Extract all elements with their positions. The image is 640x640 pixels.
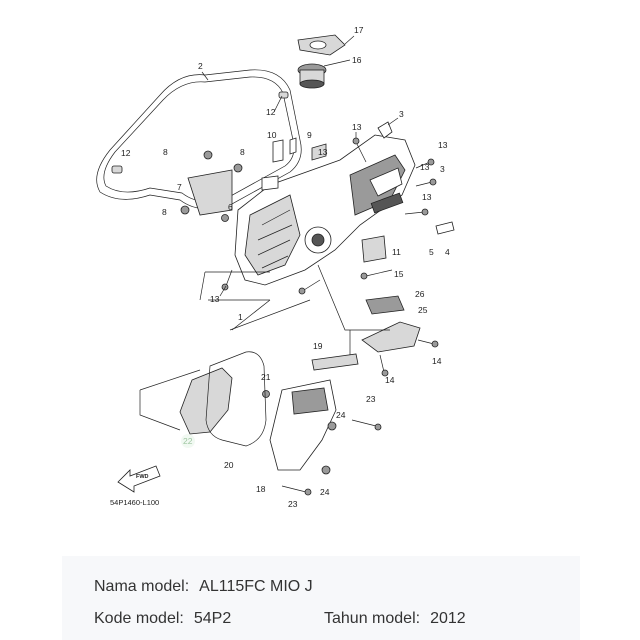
bolt xyxy=(379,354,389,377)
callout: 7 xyxy=(177,182,182,192)
model-code-label: Kode model: xyxy=(94,610,184,627)
guide xyxy=(311,353,359,371)
callout: 20 xyxy=(224,460,234,470)
callout: 13 xyxy=(422,192,432,202)
callout: 15 xyxy=(394,269,404,279)
filter-element xyxy=(179,367,233,435)
callout: 23 xyxy=(366,394,376,404)
callout: 14 xyxy=(385,375,395,385)
callout: 13 xyxy=(438,140,448,150)
bolt-head xyxy=(180,205,190,215)
callout: 9 xyxy=(307,130,312,140)
callout: 6 xyxy=(228,202,233,212)
fwd-label: FWD xyxy=(136,474,149,480)
bolt xyxy=(351,419,382,431)
bolt xyxy=(289,137,297,155)
model-info-panel: Nama model: AL115FC MIO J Kode model: 54P2… xyxy=(62,556,580,640)
forward-arrow-icon: FWD xyxy=(117,465,161,493)
model-year-value: 2012 xyxy=(430,610,466,627)
callout: 2 xyxy=(198,61,203,71)
bolt xyxy=(404,208,429,216)
model-year-label: Tahun model: xyxy=(324,610,421,627)
callout: 14 xyxy=(432,356,442,366)
bolt xyxy=(415,178,437,187)
model-name-row: Nama model: AL115FC MIO J xyxy=(94,578,313,596)
bolt-head xyxy=(233,163,243,173)
callout: 11 xyxy=(392,247,401,257)
callout: 8 xyxy=(162,207,167,217)
callout: 1 xyxy=(238,312,243,322)
callout: 18 xyxy=(256,484,266,494)
bracket xyxy=(311,143,327,161)
bolt xyxy=(221,269,233,291)
callout: 13 xyxy=(420,162,430,172)
callout: 5 xyxy=(429,247,434,257)
callout: 8 xyxy=(163,147,168,157)
model-code-row: Kode model: 54P2 xyxy=(94,610,231,628)
bolt-head xyxy=(203,150,213,160)
bolt xyxy=(281,485,312,496)
callout: 21 xyxy=(261,372,271,382)
mount-bracket xyxy=(361,321,421,353)
callout: 24 xyxy=(336,410,346,420)
washer xyxy=(321,465,331,475)
model-name-label: Nama model: xyxy=(94,578,190,595)
crankcase-gasket xyxy=(96,69,302,210)
rubber-pad xyxy=(365,295,405,315)
callout: 23 xyxy=(288,499,298,509)
bolt xyxy=(298,279,321,295)
dowel-pin xyxy=(111,165,123,174)
model-year-row: Tahun model: 2012 xyxy=(324,610,466,628)
callout: 10 xyxy=(267,130,277,140)
bolt-head xyxy=(262,390,270,398)
callout: 24 xyxy=(320,487,330,497)
bolt xyxy=(417,339,439,348)
parts-exploded-diagram: FWD 54P1460-L100 17 16 2 3 12 13 10 9 13… xyxy=(96,25,455,509)
callout: 16 xyxy=(352,55,362,65)
callout: 4 xyxy=(445,247,450,257)
model-name-value: AL115FC MIO J xyxy=(199,578,313,595)
breather-fitting xyxy=(377,121,393,139)
bolt-head xyxy=(221,214,229,222)
callout: 19 xyxy=(313,341,323,351)
washer xyxy=(327,421,337,431)
plate xyxy=(187,169,233,216)
figure-code: 54P1460-L100 xyxy=(110,498,159,507)
bolt xyxy=(272,139,284,163)
model-code-value: 54P2 xyxy=(193,610,232,627)
cover-seal xyxy=(205,351,267,447)
callout: 3 xyxy=(399,109,404,119)
callouts: 17 16 2 3 12 13 10 9 13 12 8 8 13 7 13 8… xyxy=(121,25,450,509)
bracket xyxy=(261,175,279,191)
bolt xyxy=(415,158,435,169)
drain-plug xyxy=(435,221,455,235)
callout: 12 xyxy=(266,107,276,117)
callout: 17 xyxy=(354,25,364,35)
bracket xyxy=(361,235,387,263)
yamaha-emblem xyxy=(370,192,404,214)
callout: 25 xyxy=(418,305,428,315)
callout: 26 xyxy=(415,289,425,299)
callout: 13 xyxy=(352,122,362,132)
dowel-pin xyxy=(278,91,289,99)
bolt xyxy=(360,269,393,280)
callout: 3 xyxy=(440,164,445,174)
callout: 13 xyxy=(210,294,220,304)
callout: 13 xyxy=(318,147,328,157)
callout: 12 xyxy=(121,148,131,158)
callout: 8 xyxy=(240,147,245,157)
